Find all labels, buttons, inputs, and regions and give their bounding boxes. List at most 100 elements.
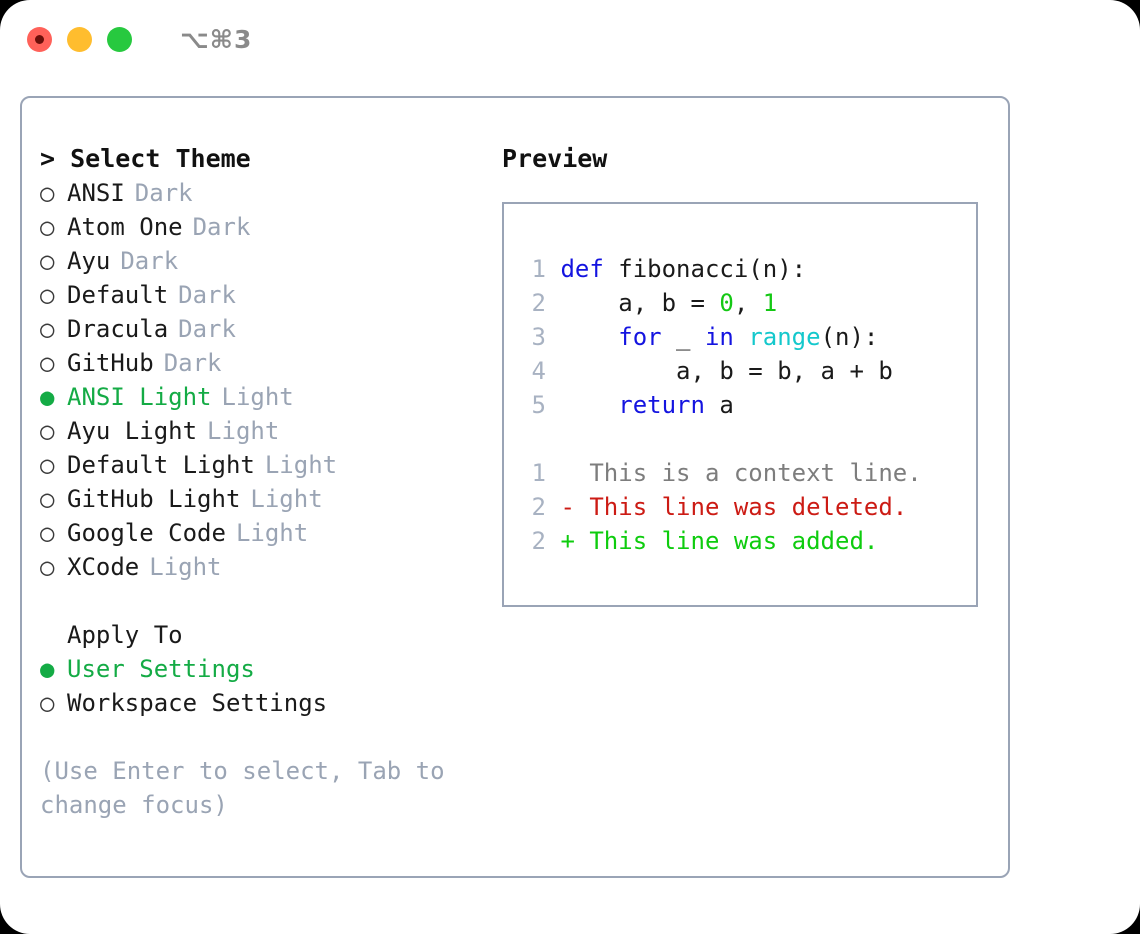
title-bar: ⌥⌘3 (0, 0, 1140, 78)
code-token (734, 323, 748, 351)
code-token: def (560, 255, 604, 283)
radio-selected-icon: ● (40, 655, 55, 683)
theme-list-title: > Select Theme (40, 144, 251, 173)
diff-line: 2 - This line was deleted. (520, 490, 922, 524)
radio-unselected-icon: ○ (40, 349, 55, 377)
apply-to-label: Workspace Settings (67, 689, 328, 717)
theme-name: Default Light (67, 451, 255, 479)
code-token: (n): (820, 323, 879, 351)
radio-unselected-icon: ○ (40, 281, 55, 309)
code-token: 1 (762, 289, 778, 317)
code-token: a (704, 391, 734, 419)
code-token: in (704, 323, 734, 351)
code-token: fibonacci(n): (603, 255, 807, 283)
code-token (560, 391, 618, 419)
keyboard-shortcut-label: ⌥⌘3 (180, 24, 253, 54)
theme-name: XCode (67, 553, 140, 581)
theme-name: ANSI Light (67, 383, 212, 411)
line-number: 5 (531, 391, 546, 419)
spacer (40, 584, 490, 618)
apply-to-title: Apply To (67, 621, 183, 649)
theme-list-item[interactable]: ○ Default Light Light (40, 448, 490, 482)
close-button-icon[interactable] (27, 26, 52, 52)
theme-kind-badge: Dark (163, 349, 222, 377)
radio-unselected-icon: ○ (40, 689, 55, 717)
diff-line-text: This is a context line. (560, 459, 922, 487)
line-number: 2 (531, 527, 546, 555)
theme-kind-badge: Dark (178, 315, 236, 343)
code-token: a, b = b, a + b (560, 357, 893, 385)
code-token (560, 323, 618, 351)
apply-to-list[interactable]: ●User Settings ○ Workspace Settings (40, 652, 490, 720)
code-line: 5 return a (520, 388, 922, 422)
line-number: 1 (531, 255, 546, 283)
radio-unselected-icon: ○ (40, 179, 55, 207)
diff-line: 1 This is a context line. (520, 456, 922, 490)
radio-unselected-icon: ○ (40, 519, 55, 547)
theme-name: GitHub (67, 349, 154, 377)
radio-unselected-icon: ○ (40, 451, 55, 479)
code-line: 1 def fibonacci(n): (520, 252, 922, 286)
code-line: 4 a, b = b, a + b (520, 354, 922, 388)
theme-kind-badge: Light (149, 553, 222, 581)
theme-list-item[interactable]: ○ Ayu Dark (40, 244, 490, 278)
window-controls (27, 26, 132, 52)
theme-name: Ayu Light (67, 417, 198, 445)
line-number: 2 (531, 289, 546, 317)
apply-to-option[interactable]: ○ Workspace Settings (40, 686, 490, 720)
code-line: 2 a, b = 0, 1 (520, 286, 922, 320)
keyboard-hint: (Use Enter to select, Tab to change focu… (40, 757, 460, 819)
theme-name: Dracula (67, 315, 169, 343)
theme-list-item[interactable]: ○ GitHub Light Light (40, 482, 490, 516)
code-token: , (733, 289, 763, 317)
theme-name: GitHub Light (67, 485, 241, 513)
theme-kind-badge: Light (221, 383, 294, 411)
code-token: a, b = (560, 289, 720, 317)
theme-list-item[interactable]: ○ Ayu Light Light (40, 414, 490, 448)
radio-selected-icon: ● (40, 383, 55, 411)
theme-list-item[interactable]: ○ GitHub Dark (40, 346, 490, 380)
theme-list-item[interactable]: ○ Google Code Light (40, 516, 490, 550)
diff-line-text: - This line was deleted. (560, 493, 908, 521)
theme-name: Ayu (67, 247, 111, 275)
diff-line: 2 + This line was added. (520, 524, 922, 558)
theme-name: Atom One (67, 213, 183, 241)
theme-kind-badge: Light (207, 417, 280, 445)
theme-list-item[interactable]: ○ XCode Light (40, 550, 490, 584)
theme-name: ANSI (67, 179, 125, 207)
theme-kind-badge: Light (235, 519, 309, 547)
minimize-button-icon[interactable] (67, 26, 92, 52)
theme-kind-badge: Light (264, 451, 338, 479)
zoom-button-icon[interactable] (107, 26, 132, 52)
theme-kind-badge: Dark (120, 247, 179, 275)
line-number: 3 (531, 323, 546, 351)
radio-unselected-icon: ○ (40, 247, 55, 275)
theme-kind-badge: Dark (178, 281, 236, 309)
line-number: 4 (531, 357, 546, 385)
radio-unselected-icon: ○ (40, 485, 55, 513)
code-blank-line (520, 422, 922, 456)
apply-to-option[interactable]: ●User Settings (40, 652, 490, 686)
theme-kind-badge: Light (250, 485, 323, 513)
theme-list-item[interactable]: ● ANSI Light Light (40, 380, 490, 414)
theme-name: Google Code (67, 519, 226, 547)
code-token: for (618, 323, 662, 351)
code-token: _ (661, 323, 705, 351)
line-number: 2 (531, 493, 546, 521)
theme-kind-badge: Dark (192, 213, 251, 241)
theme-list-item[interactable]: ○ Dracula Dark (40, 312, 490, 346)
radio-unselected-icon: ○ (40, 315, 55, 343)
code-token: range (748, 323, 821, 351)
radio-unselected-icon: ○ (40, 553, 55, 581)
preview-title: Preview (502, 144, 608, 173)
radio-unselected-icon: ○ (40, 417, 55, 445)
preview-column: Preview 1 def fibonacci(n):2 a, b = 0, 1… (502, 142, 992, 607)
